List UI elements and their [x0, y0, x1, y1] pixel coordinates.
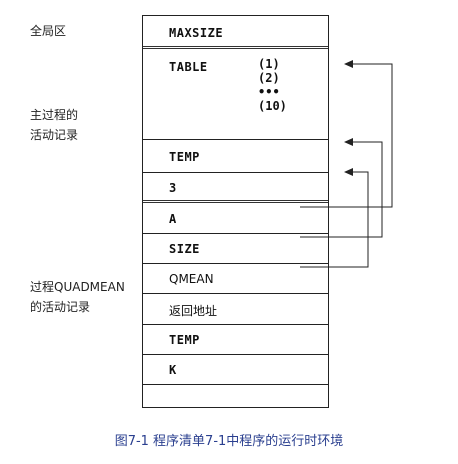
cell-three: 3 — [143, 173, 328, 203]
cell-size-text: SIZE — [169, 242, 200, 256]
cell-table: TABLE (1) (2) ••• (10) — [143, 49, 328, 140]
table-item: ••• — [258, 85, 280, 99]
cell-size: SIZE — [143, 234, 328, 264]
cell-qmean-text: QMEAN — [169, 272, 214, 286]
table-element-list: (1) (2) ••• (10) — [258, 57, 287, 113]
cell-return-address-text: 返回地址 — [169, 304, 218, 318]
label-proc-record-line1: 过程QUADMEAN — [30, 280, 125, 294]
cell-a-text: A — [169, 212, 177, 226]
cell-maxsize: MAXSIZE — [143, 16, 328, 49]
cell-k: K — [143, 355, 328, 385]
cell-three-text: 3 — [169, 181, 177, 195]
label-proc-record-line2: 的活动记录 — [30, 300, 91, 314]
cell-temp-main: TEMP — [143, 140, 328, 173]
cell-temp-proc-text: TEMP — [169, 333, 200, 347]
cell-a: A — [143, 203, 328, 234]
table-item: (10) — [258, 99, 287, 113]
cell-return-address: 返回地址 — [143, 294, 328, 325]
table-item: (2) — [258, 71, 280, 85]
label-main-record-line2: 活动记录 — [30, 128, 79, 142]
cell-k-text: K — [169, 363, 177, 377]
cell-qmean: QMEAN — [143, 264, 328, 294]
cell-table-text: TABLE — [169, 60, 208, 74]
cell-temp-proc: TEMP — [143, 325, 328, 355]
memory-stack: MAXSIZE TABLE (1) (2) ••• (10) TEMP 3 A … — [142, 15, 329, 408]
cell-maxsize-text: MAXSIZE — [169, 26, 224, 40]
label-global-area: 全局区 — [30, 24, 67, 38]
cell-empty — [143, 385, 328, 407]
table-item: (1) — [258, 57, 280, 71]
label-main-record-line1: 主过程的 — [30, 108, 79, 122]
cell-temp-main-text: TEMP — [169, 150, 200, 164]
figure-caption: 图7-1 程序清单7-1中程序的运行时环境 — [114, 434, 344, 449]
